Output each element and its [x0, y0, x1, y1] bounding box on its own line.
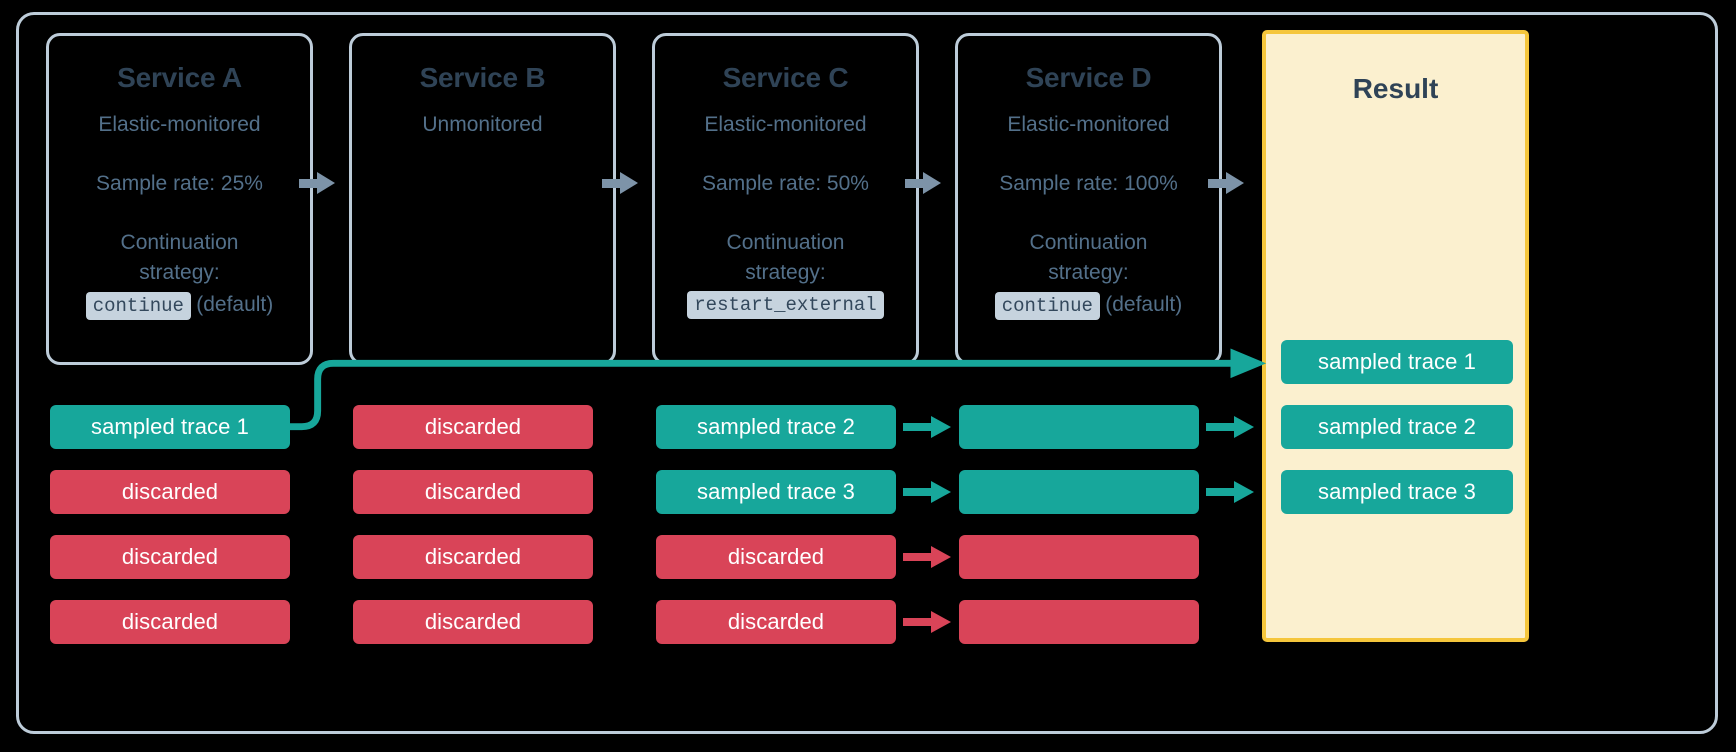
- arrow-head-icon: [931, 546, 951, 568]
- service-b-title: Service B: [419, 62, 546, 93]
- arrow-head-icon: [620, 172, 638, 194]
- service-c-strategy-value-row: restart_external: [655, 290, 916, 320]
- service-d-strategy-value-row: continue (default): [958, 290, 1219, 321]
- service-a-strategy-value-row: continue (default): [49, 290, 310, 321]
- arrow-shaft: [299, 179, 321, 188]
- result-panel: Result: [1262, 30, 1529, 642]
- service-a-strategy-note: (default): [196, 293, 274, 316]
- flow-arrow-d-to-result: [1208, 172, 1244, 194]
- arrow-head-icon: [931, 481, 951, 503]
- arrow-head-icon: [1234, 481, 1254, 503]
- service-d-monitoring: Elastic-monitored: [1007, 113, 1170, 136]
- trace-d-2: [959, 470, 1199, 514]
- trace-a-4: discarded: [50, 600, 290, 644]
- service-a-strategy-label: Continuation strategy:: [120, 231, 239, 284]
- service-a-monitoring: Elastic-monitored: [98, 113, 261, 136]
- trace-c-2: sampled trace 3: [656, 470, 896, 514]
- service-c-strategy-badge: restart_external: [687, 291, 884, 319]
- arrow-head-icon: [1226, 172, 1244, 194]
- result-trace-2: sampled trace 2: [1281, 405, 1513, 449]
- trace-a-3: discarded: [50, 535, 290, 579]
- service-a-sample-rate: Sample rate: 25%: [96, 172, 263, 195]
- arrow-head-icon: [1234, 416, 1254, 438]
- arrow-shaft: [903, 488, 935, 496]
- result-trace-1: sampled trace 1: [1281, 340, 1513, 384]
- flow-arrow-c-to-d: [905, 172, 941, 194]
- service-d-strategy-badge: continue: [994, 292, 1100, 320]
- arrow-shaft: [1206, 488, 1238, 496]
- flow-arrow-a-to-b: [299, 172, 335, 194]
- arrow-shaft: [903, 553, 935, 561]
- arrow-c1-to-d1: [903, 416, 951, 438]
- arrow-head-icon: [923, 172, 941, 194]
- arrow-shaft: [905, 179, 927, 188]
- trace-c-1: sampled trace 2: [656, 405, 896, 449]
- service-c-strategy-label: Continuation strategy:: [726, 231, 845, 284]
- service-a-title: Service A: [117, 62, 242, 93]
- service-d-strategy-label: Continuation strategy:: [1029, 231, 1148, 284]
- arrow-head-icon: [317, 172, 335, 194]
- trace-c-4: discarded: [656, 600, 896, 644]
- service-d-strategy-note: (default): [1105, 293, 1183, 316]
- trace-d-3: [959, 535, 1199, 579]
- arrow-c2-to-d2: [903, 481, 951, 503]
- flow-arrow-b-to-c: [602, 172, 638, 194]
- service-card-a: Service A Elastic-monitored Sample rate:…: [46, 33, 313, 365]
- service-a-strategy-badge: continue: [85, 292, 191, 320]
- result-title: Result: [1352, 73, 1439, 104]
- service-c-sample-rate: Sample rate: 50%: [702, 172, 869, 195]
- trace-c-3: discarded: [656, 535, 896, 579]
- trace-d-1: [959, 405, 1199, 449]
- trace-d-4: [959, 600, 1199, 644]
- trace-b-4: discarded: [353, 600, 593, 644]
- result-trace-3: sampled trace 3: [1281, 470, 1513, 514]
- arrow-c3-to-d3: [903, 546, 951, 568]
- service-card-d: Service D Elastic-monitored Sample rate:…: [955, 33, 1222, 365]
- trace-b-1: discarded: [353, 405, 593, 449]
- service-card-c: Service C Elastic-monitored Sample rate:…: [652, 33, 919, 365]
- service-d-title: Service D: [1025, 62, 1152, 93]
- arrow-d2-to-result3: [1206, 481, 1254, 503]
- arrow-c4-to-d4: [903, 611, 951, 633]
- trace-b-3: discarded: [353, 535, 593, 579]
- service-d-sample-rate: Sample rate: 100%: [999, 172, 1178, 195]
- service-c-title: Service C: [722, 62, 849, 93]
- trace-a-2: discarded: [50, 470, 290, 514]
- service-card-b: Service B Unmonitored: [349, 33, 616, 365]
- diagram-outer-frame: [16, 12, 1718, 734]
- service-c-monitoring: Elastic-monitored: [704, 113, 867, 136]
- arrow-shaft: [903, 618, 935, 626]
- arrow-d1-to-result2: [1206, 416, 1254, 438]
- arrow-head-icon: [931, 611, 951, 633]
- service-b-monitoring: Unmonitored: [422, 113, 543, 136]
- trace-b-2: discarded: [353, 470, 593, 514]
- arrow-shaft: [602, 179, 624, 188]
- trace-a-1: sampled trace 1: [50, 405, 290, 449]
- arrow-head-icon: [931, 416, 951, 438]
- arrow-shaft: [1208, 179, 1230, 188]
